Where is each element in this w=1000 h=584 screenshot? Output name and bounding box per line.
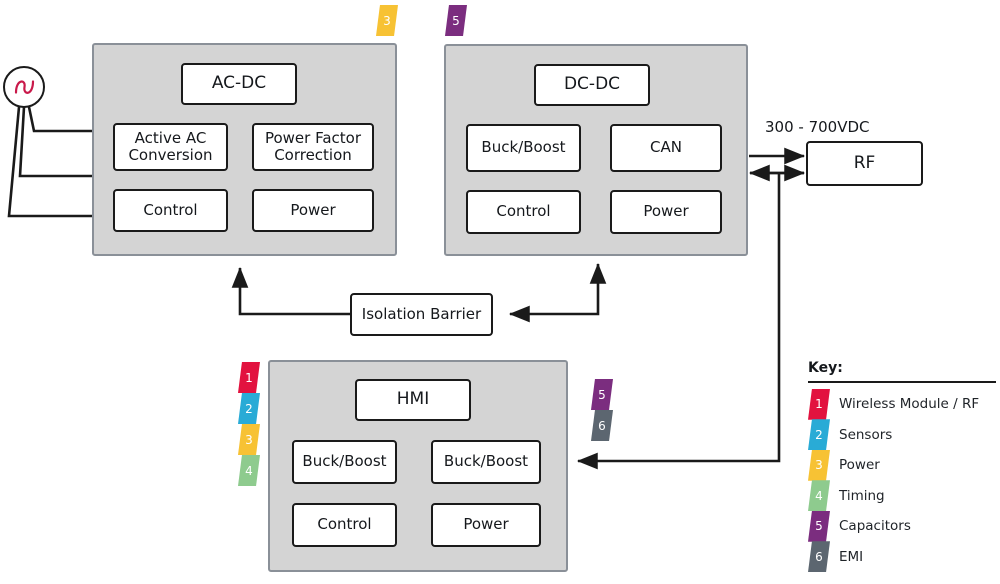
ac-dc-header-label: AC-DC	[211, 73, 267, 94]
ac-dc-power-factor-correction-label: Power Factor Correction	[264, 128, 362, 165]
ac-dc-active-ac-conversion-label: Active AC Conversion	[128, 128, 213, 165]
hmi-power-block[interactable]: Power	[431, 503, 541, 547]
key-chip-2: 2	[808, 419, 830, 451]
key-chip-3: 3	[808, 449, 830, 481]
key-label-5: Capacitors	[839, 518, 911, 535]
key-chip-1: 1	[808, 388, 830, 420]
isolation-to-acdc-arrow	[231, 266, 352, 316]
ac-dc-power-label: Power	[290, 200, 336, 219]
hmi-left-marker-stack: 1 2 3 4	[238, 362, 260, 486]
line2: Conversion	[128, 146, 213, 164]
ac-dc-control-block[interactable]: Control	[113, 189, 228, 232]
dc-dc-can-label: CAN	[650, 138, 682, 157]
dc-dc-header-label: DC-DC	[563, 74, 621, 95]
marker-chip-3-acdc: 3	[376, 5, 398, 36]
dc-dc-control-block[interactable]: Control	[466, 190, 581, 234]
hmi-buck-boost-right-label: Buck/Boost	[443, 452, 529, 471]
bus-voltage-label: 300 - 700VDC	[765, 118, 870, 136]
marker-chip-number: 5	[598, 387, 606, 402]
ac-mains-leads	[7, 105, 94, 218]
dc-dc-header-block[interactable]: DC-DC	[534, 64, 650, 106]
hmi-power-label: Power	[463, 515, 509, 534]
key-chip-number: 2	[815, 427, 823, 442]
bus-voltage-text: 300 - 700VDC	[765, 118, 870, 136]
isolation-barrier-label: Isolation Barrier	[361, 304, 482, 323]
ac-dc-header-block[interactable]: AC-DC	[181, 63, 297, 105]
marker-chip-number: 5	[452, 13, 460, 28]
key-title: Key:	[808, 360, 843, 376]
ac-dc-power-block[interactable]: Power	[252, 189, 374, 232]
hmi-header-label: HMI	[396, 389, 430, 410]
hmi-buck-boost-left-block[interactable]: Buck/Boost	[292, 440, 397, 484]
key-chip-number: 5	[815, 519, 823, 534]
key-chip-number: 6	[815, 549, 823, 564]
hmi-control-block[interactable]: Control	[292, 503, 397, 547]
dc-dc-control-label: Control	[496, 202, 551, 221]
rf-label: RF	[853, 152, 876, 173]
dc-dc-buck-boost-label: Buck/Boost	[481, 138, 566, 157]
key-label-6: EMI	[839, 548, 864, 565]
marker-chip-5: 5	[591, 379, 613, 410]
line2: Correction	[274, 146, 352, 164]
key-item-5: 5 Capacitors	[808, 510, 996, 542]
dc-dc-power-label: Power	[643, 202, 689, 221]
marker-chip-number: 4	[245, 463, 253, 478]
dc-dc-buck-boost-block[interactable]: Buck/Boost	[466, 124, 581, 172]
key-chip-number: 1	[815, 397, 823, 412]
ac-dc-power-factor-correction-block[interactable]: Power Factor Correction	[252, 123, 374, 171]
key-item-1: 1 Wireless Module / RF	[808, 388, 996, 420]
marker-chip-6: 6	[591, 410, 613, 441]
hmi-control-label: Control	[317, 515, 372, 534]
marker-chip-1: 1	[238, 362, 260, 393]
ac-sine-source-icon	[14, 80, 35, 94]
key-chip-number: 3	[815, 458, 823, 473]
line1: Power Factor	[264, 128, 362, 147]
rf-block[interactable]: RF	[806, 141, 923, 186]
hmi-header-block[interactable]: HMI	[355, 379, 471, 421]
dcdc-to-isolation-arrow	[508, 268, 600, 323]
ac-dc-active-ac-conversion-block[interactable]: Active AC Conversion	[113, 123, 228, 171]
key-legend: Key: 1 Wireless Module / RF 2 Sensors 3 …	[808, 360, 996, 573]
hmi-buck-boost-left-label: Buck/Boost	[302, 452, 387, 471]
marker-chip-number: 2	[245, 401, 253, 416]
line1: Active AC	[134, 128, 207, 147]
marker-chip-number: 6	[598, 418, 606, 433]
key-chip-number: 4	[815, 488, 823, 503]
key-item-3: 3 Power	[808, 449, 996, 481]
marker-chip-number: 3	[245, 432, 253, 447]
marker-chip-3: 3	[238, 424, 260, 455]
marker-chip-number: 3	[383, 13, 391, 28]
marker-chip-number: 1	[245, 370, 253, 385]
dc-dc-power-block[interactable]: Power	[610, 190, 722, 234]
ac-dc-control-label: Control	[143, 200, 198, 219]
isolation-barrier-block[interactable]: Isolation Barrier	[350, 293, 493, 336]
key-chip-4: 4	[808, 480, 830, 512]
marker-chip-5-dcdc: 5	[445, 5, 467, 36]
key-divider	[808, 381, 996, 383]
marker-chip-2: 2	[238, 393, 260, 424]
key-item-4: 4 Timing	[808, 480, 996, 512]
key-label-3: Power	[839, 457, 880, 474]
key-item-6: 6 EMI	[808, 541, 996, 573]
marker-chip-4: 4	[238, 455, 260, 486]
key-label-1: Wireless Module / RF	[839, 396, 980, 413]
key-label-2: Sensors	[839, 426, 893, 443]
dc-dc-can-block[interactable]: CAN	[610, 124, 722, 172]
hmi-right-marker-stack: 5 6	[591, 379, 613, 441]
key-item-2: 2 Sensors	[808, 419, 996, 451]
ac-source-circle	[3, 66, 45, 108]
key-chip-5: 5	[808, 510, 830, 542]
key-chip-6: 6	[808, 541, 830, 573]
hmi-buck-boost-right-block[interactable]: Buck/Boost	[431, 440, 541, 484]
key-label-4: Timing	[839, 487, 885, 504]
